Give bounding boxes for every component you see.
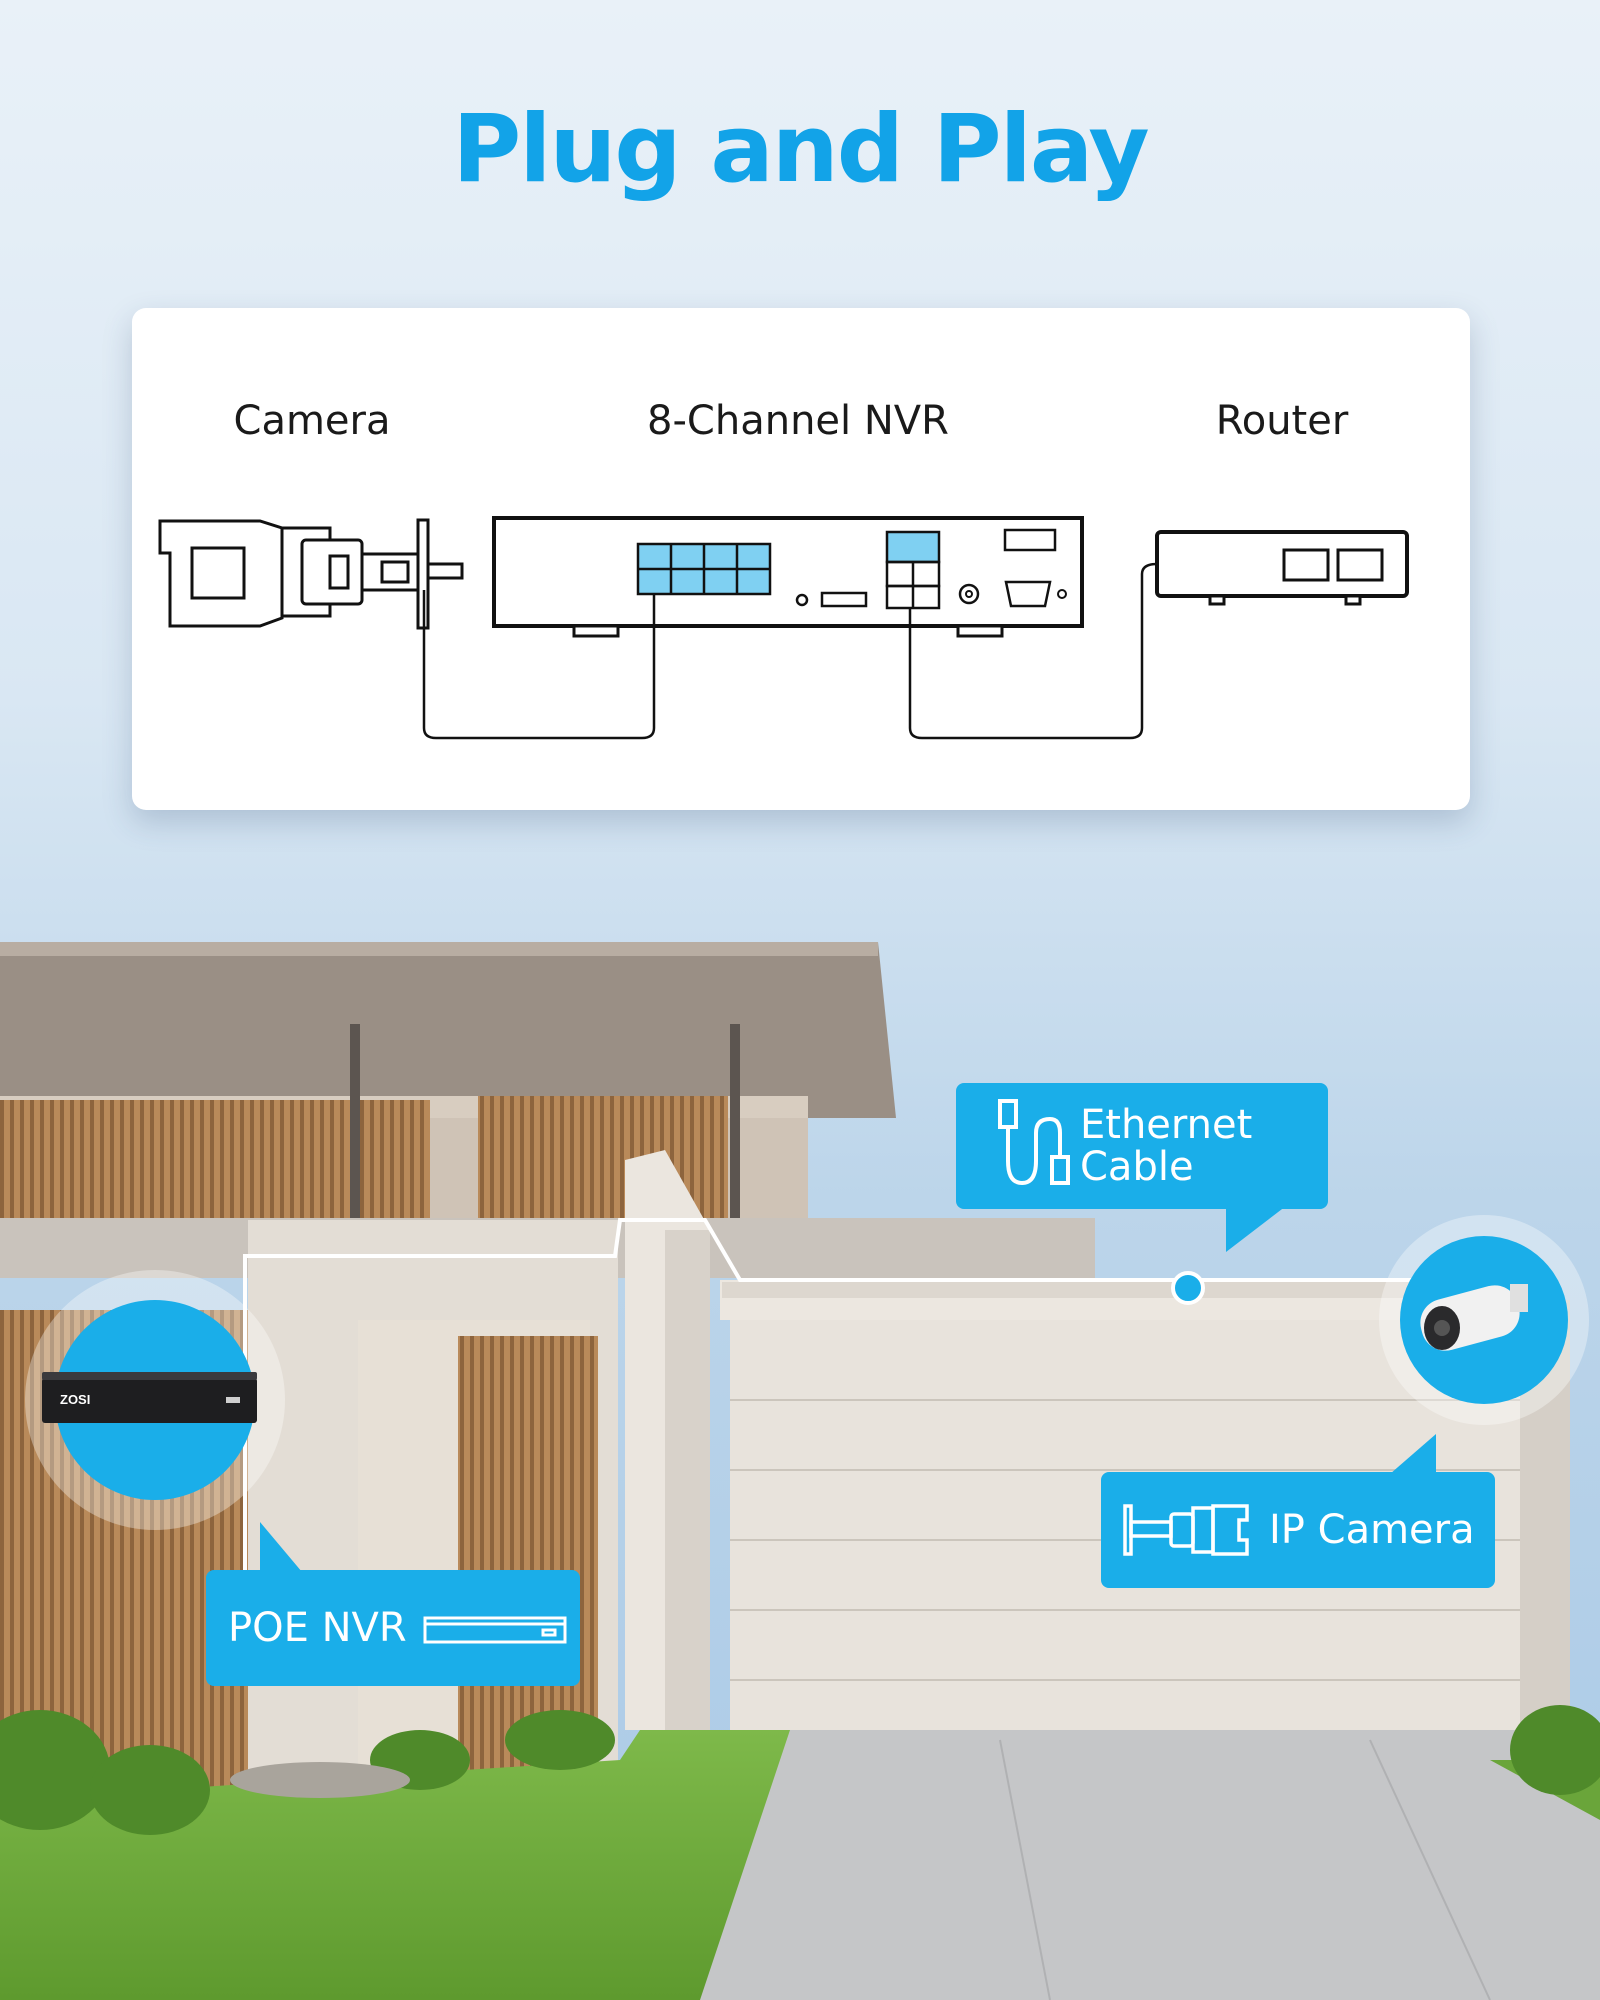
connection-diagram-card: Camera 8-Channel NVR Router [132, 308, 1470, 810]
nvr-diagram-icon [492, 516, 1084, 638]
nvr-label: 8-Channel NVR [647, 398, 949, 444]
diagram-drawing [158, 516, 1409, 740]
ethernet-callout-tail [1226, 1206, 1286, 1252]
poe-nvr-callout-tail [260, 1522, 302, 1572]
router-label: Router [1215, 398, 1349, 444]
ethernet-label-line2: Cable [1080, 1144, 1194, 1190]
ethernet-cable-run [243, 1218, 1540, 1620]
driveway [640, 1730, 1600, 2000]
nvr-brand-text: ZOSI [60, 1392, 90, 1407]
camera-diagram-icon [158, 518, 464, 630]
ethernet-cable-callout: Ethernet Cable [956, 1083, 1328, 1209]
nvr-device [42, 1372, 257, 1423]
poe-nvr-label: POE NVR [228, 1605, 407, 1651]
ip-camera-callout-tail [1390, 1434, 1436, 1474]
poe-nvr-callout: POE NVR [206, 1570, 580, 1686]
poe-ports [636, 542, 772, 596]
ip-camera-icon [1123, 1504, 1249, 1556]
nvr-icon [423, 1616, 567, 1644]
page-title: Plug and Play [452, 95, 1149, 204]
house-scene: ZOSI [0, 942, 1600, 2000]
router-diagram-icon [1155, 530, 1409, 606]
camera-label: Camera [233, 398, 391, 444]
ip-camera-label: IP Camera [1269, 1507, 1475, 1553]
roof [0, 942, 896, 1118]
diagram-cables [422, 562, 1158, 740]
ip-camera-callout: IP Camera [1101, 1472, 1495, 1588]
ethernet-cable-icon [998, 1099, 1070, 1186]
cable-marker-dot [1171, 1271, 1205, 1305]
camera-device [1420, 1284, 1528, 1351]
ethernet-label-line1: Ethernet [1080, 1102, 1253, 1148]
